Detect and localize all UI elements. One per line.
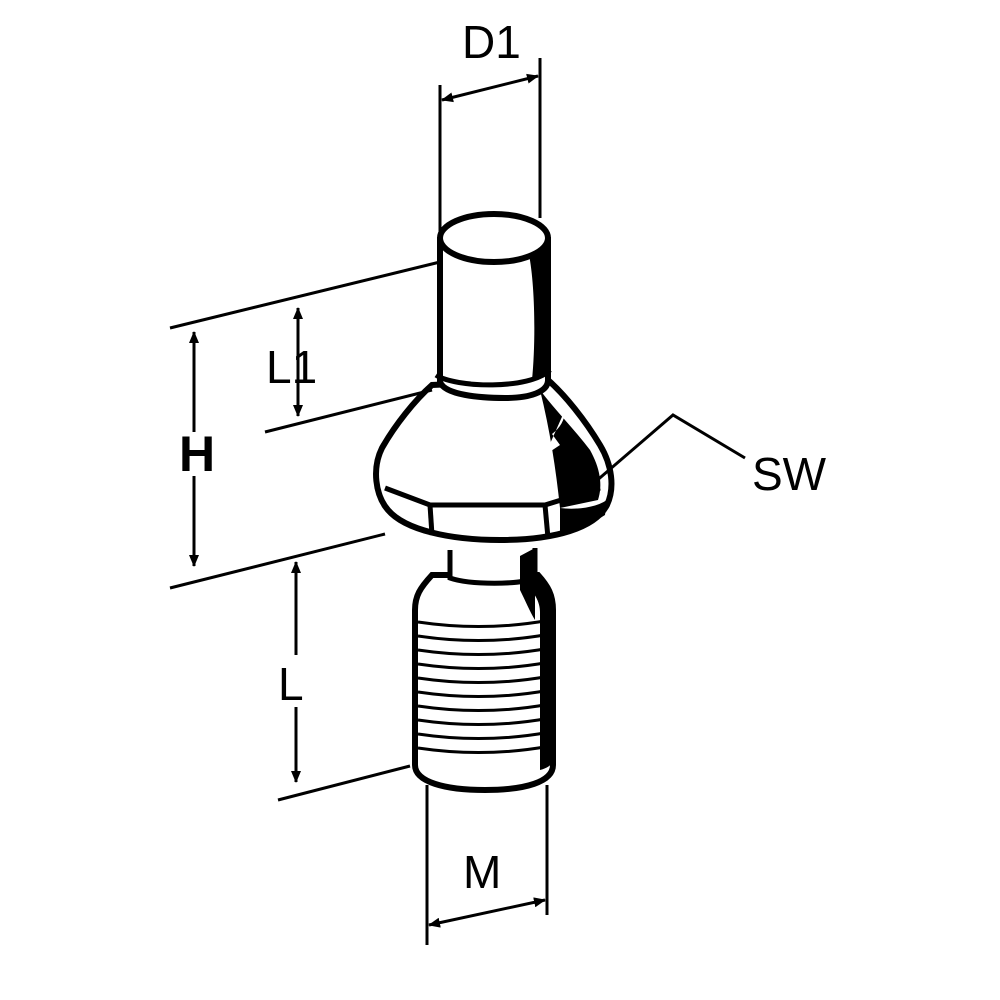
label-l1: L1 (266, 341, 317, 393)
label-h: H (179, 426, 215, 482)
leader-sw (579, 413, 746, 497)
label-d1: D1 (462, 16, 521, 68)
label-l: L (278, 658, 304, 710)
dimension-l1 (169, 260, 441, 434)
label-sw: SW (752, 448, 827, 500)
thread-lines (417, 618, 551, 755)
top-pin (434, 211, 552, 402)
hex-collar (373, 376, 615, 544)
threaded-shank (412, 548, 556, 794)
dimension-d1 (438, 58, 542, 232)
dimension-m (425, 785, 549, 945)
label-m: M (463, 846, 501, 898)
